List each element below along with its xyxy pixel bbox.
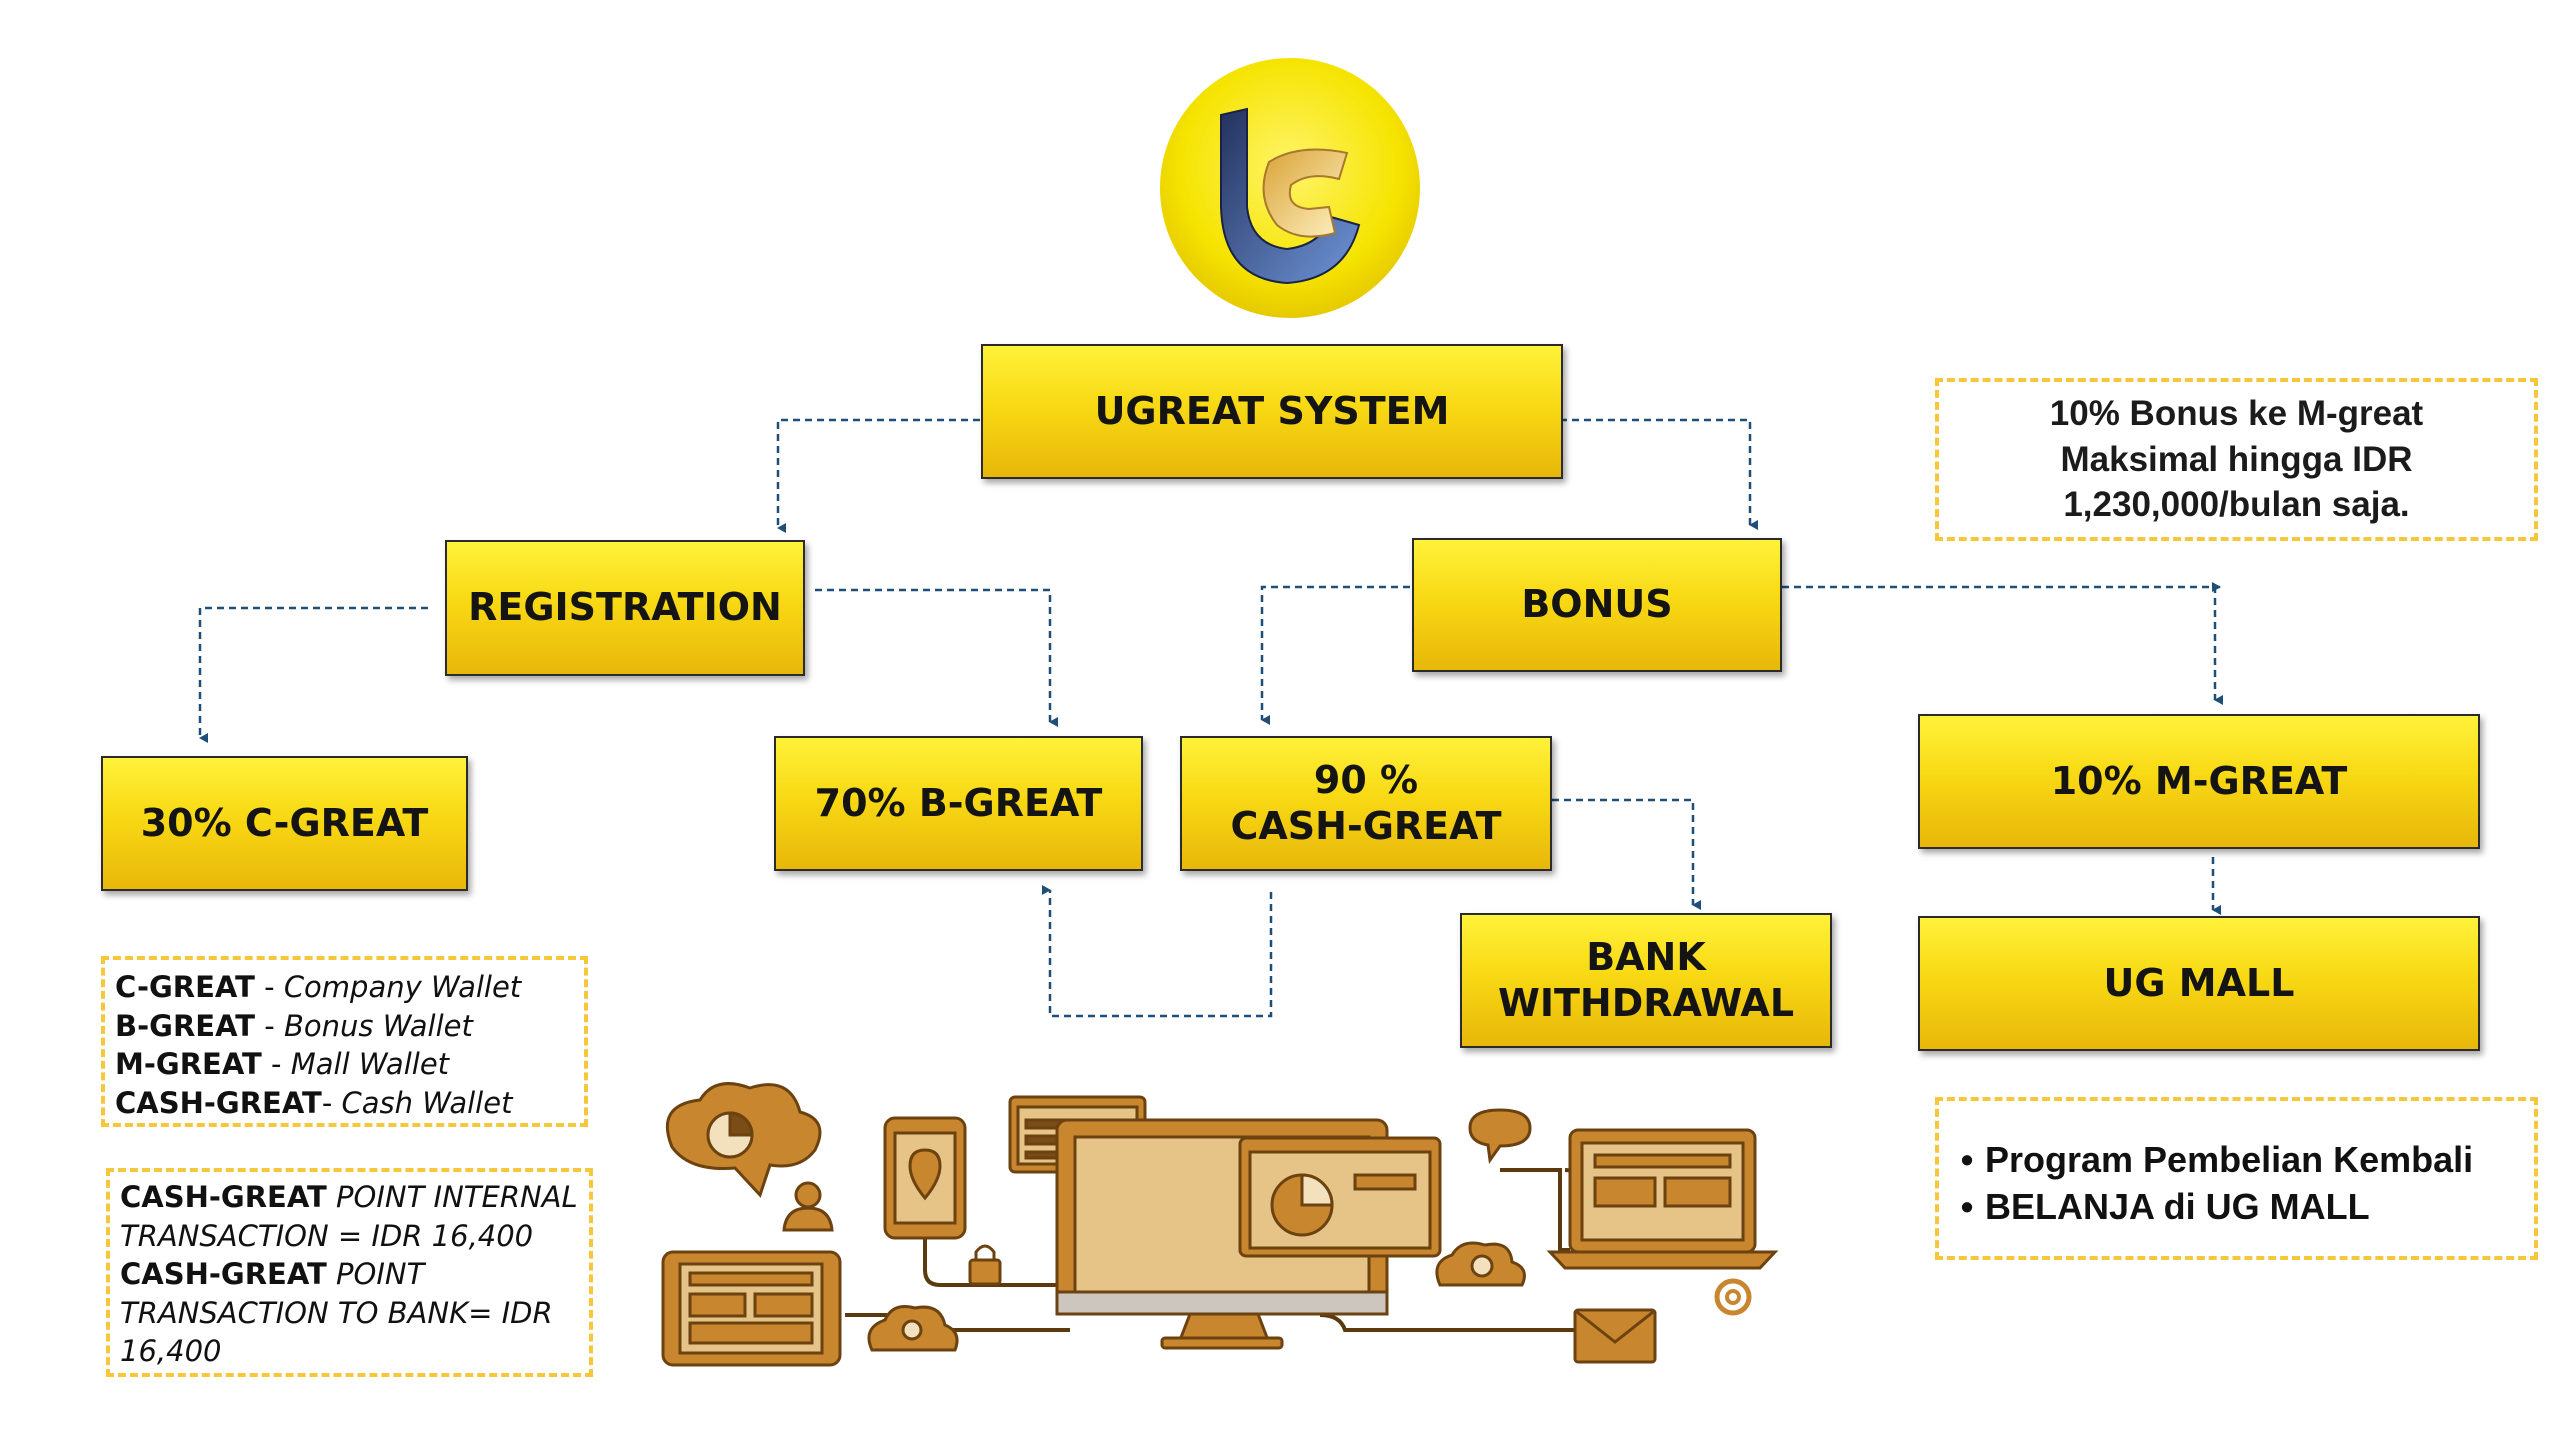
connector-system-bonus [1560, 418, 1758, 530]
cash-great-label-line2: CASH-GREAT [1230, 803, 1502, 848]
speech-bubble-icon [1468, 1108, 1532, 1164]
legend-desc: Bonus Wallet [283, 1008, 473, 1043]
rates-term: CASH-GREAT [120, 1257, 327, 1292]
mall-program-item-text: Program Pembelian Kembali [1985, 1139, 2474, 1180]
m-great-box: 10% M-GREAT [1918, 714, 2480, 849]
bonus-note-line3: 1,230,000/bulan saja. [2063, 485, 2410, 525]
legend-separator: - [321, 1085, 342, 1120]
mall-program-note: •Program Pembelian Kembali •BELANJA di U… [1935, 1097, 2538, 1260]
rates-text: TRANSACTION TO BANK= IDR [120, 1295, 553, 1330]
legend-separator: - [255, 1008, 284, 1043]
connector-registration-bgreat [815, 588, 1058, 727]
bonus-note-line1: 10% Bonus ke M-great [2049, 394, 2424, 434]
legend-term: M-GREAT [115, 1047, 262, 1082]
rates-text: POINT [326, 1257, 425, 1292]
legend-separator: - [254, 970, 284, 1004]
bonus-note-line2: Maksimal hingga IDR [2060, 439, 2413, 479]
c-great-label: 30% C-GREAT [140, 800, 429, 845]
cash-great-label-line1: 90 % [1313, 757, 1419, 802]
legend-term: B-GREAT [115, 1008, 256, 1043]
registration-label: REGISTRATION [468, 585, 782, 630]
rates-text: POINT INTERNAL [326, 1180, 578, 1214]
ugreat-system-box: UGREAT SYSTEM [981, 344, 1563, 479]
legend-row: B-GREAT - Bonus Wallet [115, 1007, 584, 1046]
c-great-box: 30% C-GREAT [101, 756, 468, 891]
rates-line: TRANSACTION TO BANK= IDR [120, 1294, 589, 1333]
rates-line: 16,400 [120, 1332, 589, 1371]
cash-great-box: 90 % CASH-GREAT [1180, 736, 1552, 871]
at-sign-icon [1714, 1278, 1752, 1316]
legend-desc: Mall Wallet [290, 1047, 450, 1082]
legend-row: M-GREAT - Mall Wallet [115, 1045, 584, 1084]
lock-icon [968, 1258, 1002, 1286]
ugreat-logo [1159, 57, 1421, 319]
bank-withdrawal-label-line2: WITHDRAWAL [1497, 980, 1795, 1025]
rates-note: CASH-GREAT POINT INTERNAL TRANSACTION = … [106, 1168, 593, 1377]
connector-cashgreat-bgreat [1042, 885, 1273, 1018]
connector-registration-cgreat [198, 606, 428, 743]
rates-text: TRANSACTION = IDR 16,400 [120, 1218, 534, 1253]
legend-row: C-GREAT - Company Wallet [115, 968, 584, 1007]
bonus-box: BONUS [1412, 538, 1782, 672]
b-great-box: 70% B-GREAT [774, 736, 1143, 871]
connector-bonus-cashgreat [1260, 585, 1410, 725]
ugreat-system-label: UGREAT SYSTEM [1094, 388, 1450, 433]
mall-program-item: •BELANJA di UG MALL [1960, 1185, 2370, 1227]
mall-program-item: •Program Pembelian Kembali [1960, 1139, 2474, 1180]
rates-line: TRANSACTION = IDR 16,400 [120, 1217, 589, 1256]
legend-desc: Cash Wallet [341, 1085, 513, 1120]
rates-line: CASH-GREAT POINT [120, 1255, 589, 1294]
registration-box: REGISTRATION [445, 540, 805, 676]
m-great-label: 10% M-GREAT [2050, 758, 2348, 803]
wallet-legend: C-GREAT - Company Wallet B-GREAT - Bonus… [101, 956, 588, 1127]
bonus-note: 10% Bonus ke M-great Maksimal hingga IDR… [1935, 378, 2538, 541]
legend-row: CASH-GREAT- Cash Wallet [115, 1084, 584, 1123]
rates-text: 16,400 [120, 1334, 222, 1369]
legend-separator: - [261, 1047, 291, 1082]
connector-cashgreat-bank [1552, 798, 1701, 910]
ug-mall-label: UG MALL [2103, 960, 2295, 1005]
bonus-label: BONUS [1521, 582, 1673, 627]
ug-mall-box: UG MALL [1918, 916, 2480, 1051]
rates-term: CASH-GREAT [120, 1180, 327, 1214]
rates-line: CASH-GREAT POINT INTERNAL [120, 1178, 589, 1217]
legend-term: CASH-GREAT [115, 1085, 322, 1120]
bank-withdrawal-box: BANK WITHDRAWAL [1460, 913, 1832, 1048]
b-great-label: 70% B-GREAT [814, 780, 1103, 825]
legend-term: C-GREAT [115, 970, 255, 1004]
user-icon [794, 1181, 822, 1209]
envelope-icon [1573, 1308, 1657, 1364]
legend-desc: Company Wallet [283, 970, 522, 1004]
bank-withdrawal-label-line1: BANK [1586, 934, 1706, 979]
mall-program-item-text: BELANJA di UG MALL [1985, 1185, 2370, 1227]
